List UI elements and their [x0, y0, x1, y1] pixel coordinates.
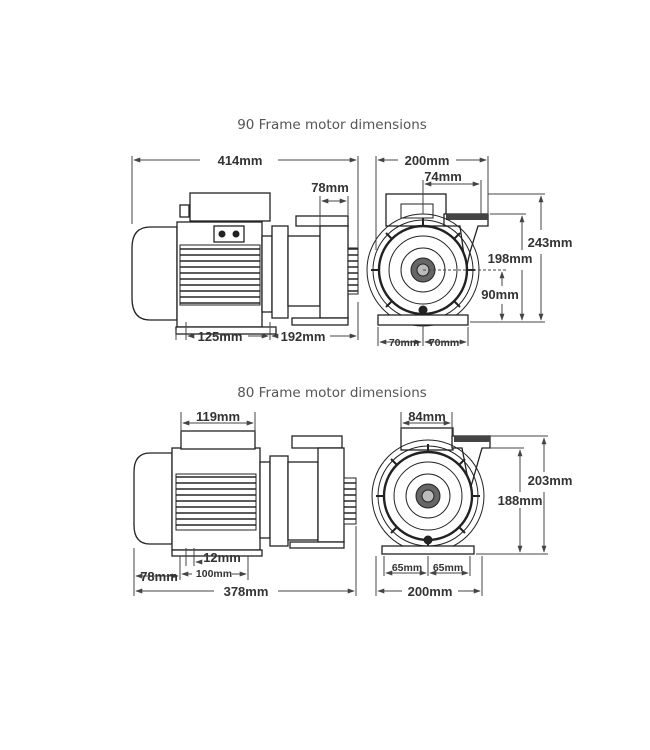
screw-icon	[218, 230, 226, 238]
dim-78-label: 78mm	[140, 569, 178, 584]
volute	[319, 225, 349, 319]
motor-base	[171, 549, 263, 557]
screw-icon	[232, 230, 240, 238]
pump-housing	[287, 235, 321, 307]
frame80-front-view	[370, 427, 491, 555]
motor-flange	[259, 461, 271, 539]
dim-70-right-label: 70mm	[429, 337, 459, 349]
dim-198-label: 198mm	[488, 251, 533, 266]
motor-flange	[261, 235, 273, 313]
front-base	[381, 545, 475, 555]
frame90-side-view	[131, 192, 359, 335]
dim-65-right-label: 65mm	[433, 562, 463, 574]
frame80-side-view	[133, 430, 357, 557]
dim-84-label: 84mm	[408, 409, 446, 424]
motor-end-cap	[131, 226, 178, 321]
frame90-side-dimensions: 414mm 78mm 125mm 192mm	[131, 153, 359, 344]
dim-188-label: 188mm	[498, 493, 543, 508]
drain-plug-icon	[418, 305, 428, 315]
dim-74-label: 74mm	[424, 169, 462, 184]
inlet-port	[343, 477, 357, 525]
pump-adapter	[271, 225, 289, 319]
frame80-section: 80 Frame motor dimensions 119mm 12	[133, 385, 573, 599]
pump-base	[291, 317, 349, 326]
dim-78-label: 78mm	[311, 180, 349, 195]
dim-200-label: 200mm	[408, 584, 453, 599]
dim-203-label: 203mm	[528, 473, 573, 488]
pump-base	[289, 541, 345, 549]
motor-end-cap	[133, 452, 173, 545]
frame80-title: 80 Frame motor dimensions	[237, 385, 427, 401]
inlet-port	[347, 247, 359, 295]
frame90-front-dimensions: 200mm 74mm 243mm 198mm 90mm 70mm	[375, 153, 573, 349]
dim-378-label: 378mm	[224, 584, 269, 599]
cable-gland	[179, 204, 190, 218]
outlet-flange	[291, 435, 343, 449]
pump-adapter	[269, 455, 289, 547]
terminal-box	[189, 192, 271, 222]
frame80-front-dimensions: 84mm 203mm 188mm 65mm 65mm 200mm	[375, 409, 573, 599]
terminal-box	[180, 430, 256, 450]
front-base	[377, 314, 469, 326]
outlet-rim	[446, 214, 488, 220]
outlet-rim	[454, 436, 490, 442]
outlet-flange	[295, 215, 349, 227]
frame90-front-view	[365, 193, 489, 328]
drain-plug-icon	[423, 535, 433, 545]
dim-414-label: 414mm	[218, 153, 263, 168]
cooling-fins	[179, 244, 261, 306]
dim-200-label: 200mm	[405, 153, 450, 168]
dim-100-label: 100mm	[196, 568, 232, 580]
frame90-section: 90 Frame motor dimensions 4	[131, 117, 573, 349]
dim-65-left-label: 65mm	[392, 562, 422, 574]
frame90-title: 90 Frame motor dimensions	[237, 117, 427, 133]
terminal-plate-front	[400, 203, 434, 219]
dim-243-label: 243mm	[528, 235, 573, 250]
dim-12-label: 12mm	[203, 550, 241, 565]
dim-119-label: 119mm	[196, 409, 240, 424]
terminal-plate	[213, 225, 245, 243]
dim-125-label: 125mm	[198, 329, 243, 344]
dim-192-label: 192mm	[281, 329, 326, 344]
dim-90-label: 90mm	[481, 287, 519, 302]
frame80-side-dimensions: 119mm 12mm 78mm 100mm 378mm	[133, 409, 357, 599]
pump-housing	[287, 461, 319, 541]
cooling-fins	[175, 473, 257, 531]
dim-70-left-label: 70mm	[389, 337, 419, 349]
volute	[317, 447, 345, 543]
